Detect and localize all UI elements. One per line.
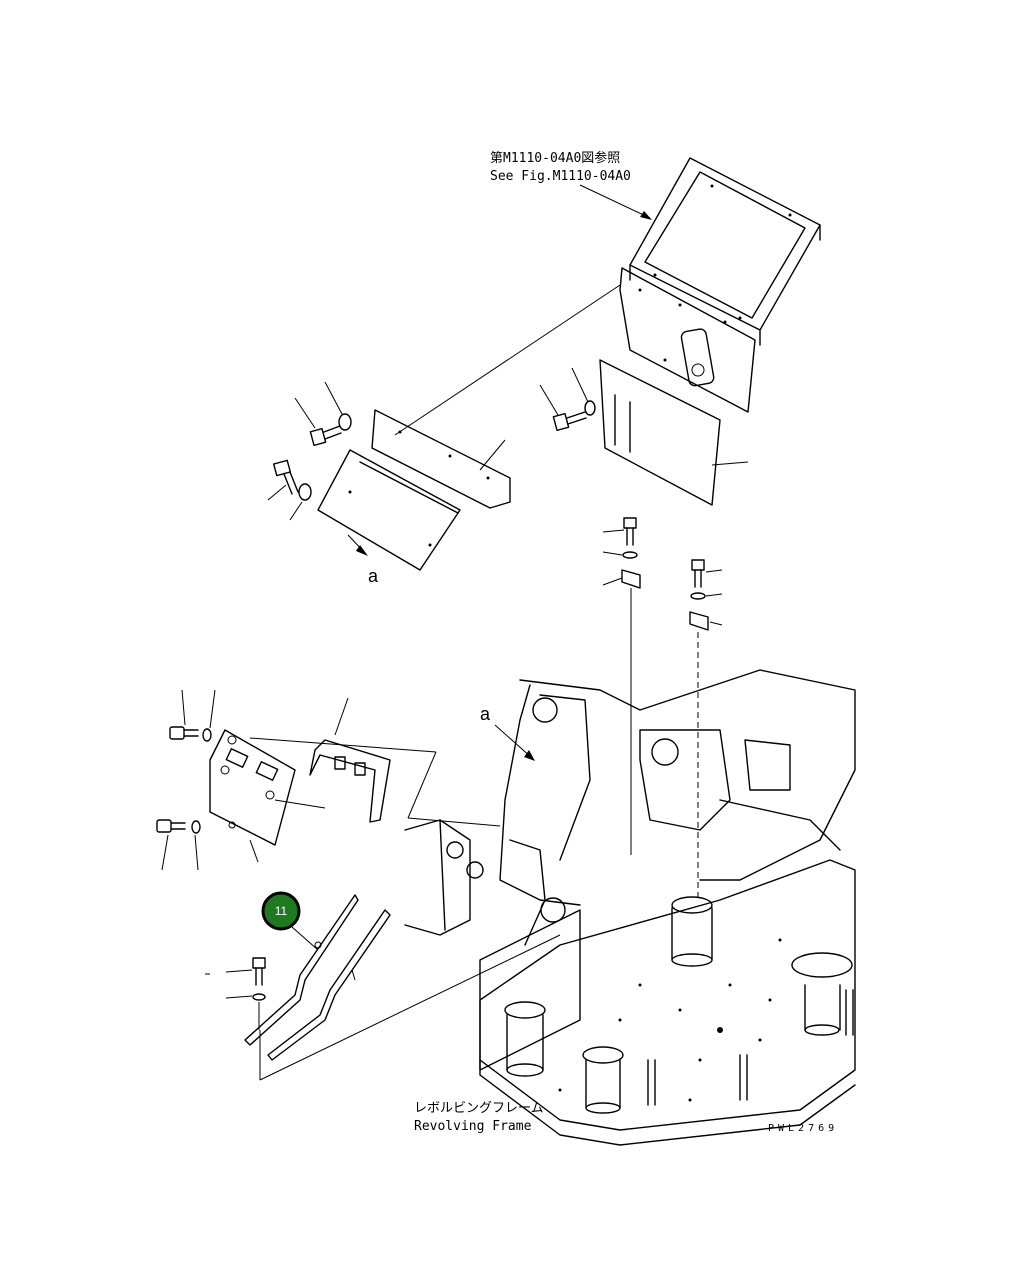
- bolt-upper-left-1: [294, 381, 352, 447]
- cover-plate-right: [599, 359, 749, 506]
- reference-english: See Fig.M1110-04A0: [490, 169, 631, 184]
- reference-japanese: 第M1110-04A0図参照: [490, 150, 620, 166]
- callout-11-number: 11: [275, 904, 288, 918]
- cover-bracket-lower: [309, 697, 391, 823]
- upper-panel: [619, 267, 756, 413]
- bolt-upper-left-2: [267, 459, 312, 521]
- cylinder-1: [671, 896, 713, 967]
- cylinder-3: [504, 1001, 546, 1077]
- assembly-line-1: [394, 284, 621, 436]
- cover-left-lower: [209, 729, 326, 863]
- callout-11[interactable]: 11: [261, 891, 319, 951]
- view-label-a-lower: a: [480, 704, 491, 724]
- revolving-frame: [404, 669, 856, 1146]
- view-label-a-upper: a: [368, 566, 379, 586]
- bolt-stack-middle: [602, 517, 641, 855]
- bolt-lower-left-1: [169, 689, 216, 742]
- drawing-code: PWL2769: [768, 1123, 838, 1134]
- cover-plate-left: [317, 409, 511, 571]
- bolt-rail: [205, 957, 266, 1030]
- assembly-line-3: [259, 934, 561, 1081]
- bolt-upper-right: [539, 367, 596, 432]
- cylinder-4: [582, 1046, 624, 1114]
- reference-arrowhead: [640, 211, 652, 220]
- upper-frame-rack: [629, 157, 821, 346]
- callout-11-circle[interactable]: [261, 891, 301, 931]
- frame-label-english: Revolving Frame: [414, 1119, 532, 1134]
- frame-label-japanese: レボルビングフレーム: [414, 1101, 544, 1116]
- cylinder-2: [791, 952, 853, 1036]
- assembly-line-2: [249, 737, 437, 753]
- bolt-lower-left-2: [156, 819, 201, 871]
- callout-11-leader: [291, 926, 319, 951]
- guide-rail-part: [244, 894, 391, 1061]
- view-arrow-lower: [494, 724, 533, 759]
- reference-leader: [579, 184, 651, 219]
- bolt-stack-right: [689, 559, 723, 900]
